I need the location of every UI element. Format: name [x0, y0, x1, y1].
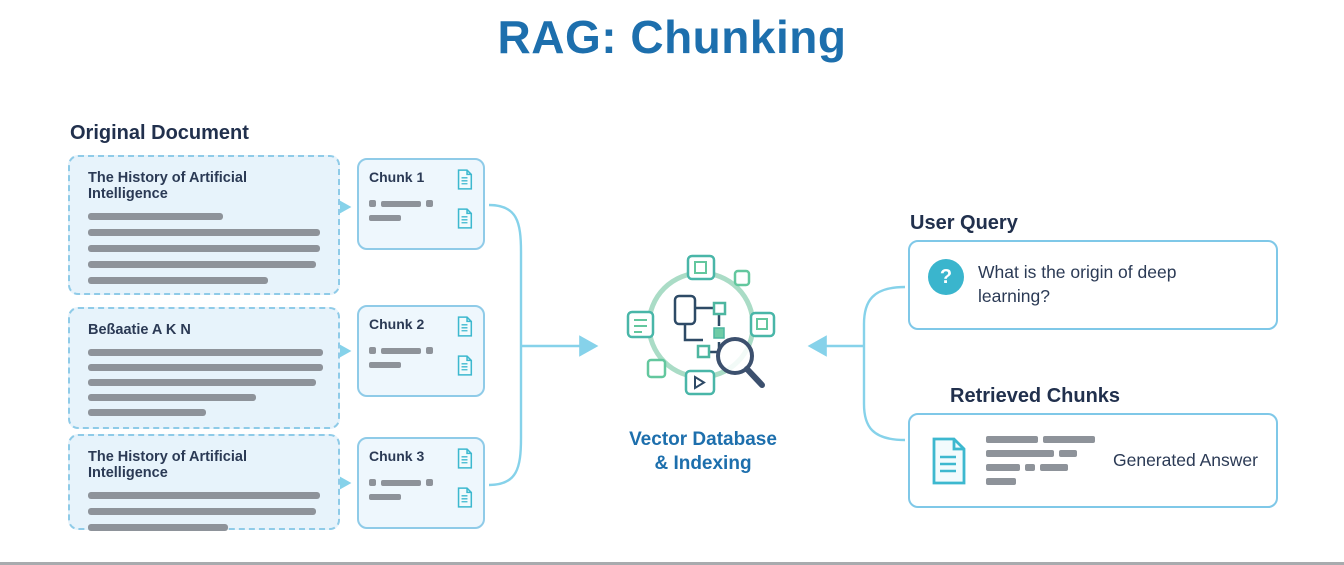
text-line: [88, 394, 256, 401]
text-line: [88, 277, 268, 284]
text-line: [986, 478, 1016, 485]
user-query-heading: User Query: [910, 212, 1018, 234]
text-line: [1040, 464, 1068, 471]
text-dot: [369, 347, 376, 354]
document-icon: [457, 487, 473, 508]
text-line: [986, 436, 1038, 443]
user-query-box: ? What is the origin of deep learning?: [908, 240, 1278, 330]
original-document-heading: Original Document: [70, 122, 249, 144]
text-dot: [426, 479, 433, 486]
document-box-2: Beßaatie A K N: [68, 307, 340, 429]
question-mark-icon: ?: [928, 259, 964, 295]
text-line: [369, 362, 401, 368]
text-line: [88, 508, 316, 515]
document-box-3: The History of Artificial Intelligence: [68, 434, 340, 531]
text-dot: [369, 479, 376, 486]
text-line: [88, 261, 316, 268]
page-title: RAG: Chunking: [497, 11, 847, 63]
vector-db-caption: Vector Database & Indexing: [603, 428, 803, 476]
text-line: [1059, 450, 1077, 457]
document-title: The History of Artificial Intelligence: [88, 449, 247, 481]
text-dot: [369, 200, 376, 207]
document-icon: [457, 448, 473, 469]
document-box-1: The History of Artificial Intelligence: [68, 155, 340, 295]
magnifier-icon: [716, 337, 754, 375]
text-line: [381, 347, 421, 354]
text-line: [381, 479, 421, 486]
retrieved-text-lines: [986, 436, 1095, 485]
text-line: [88, 229, 320, 236]
document-icon: [932, 437, 966, 484]
text-line: [986, 450, 1054, 457]
chunk-label: Chunk 1: [369, 169, 425, 185]
document-icon: [457, 169, 473, 190]
text-dot: [426, 347, 433, 354]
text-line: [369, 215, 401, 221]
text-dot: [426, 200, 433, 207]
text-line: [369, 494, 401, 500]
chunk-label: Chunk 2: [369, 316, 425, 332]
document-title: The History of Artificial Intelligence: [88, 170, 247, 202]
text-line: [88, 379, 316, 386]
vector-network-icon: [626, 254, 776, 396]
text-line: [381, 200, 421, 207]
text-line: [1043, 436, 1095, 443]
bottom-edge-line: [0, 562, 1344, 565]
text-line: [88, 492, 320, 499]
chunk-box-1: Chunk 1: [357, 158, 485, 250]
retrieved-chunks-box: Generated Answer: [908, 413, 1278, 508]
text-line: [88, 349, 323, 356]
caption-line-2: & Indexing: [654, 452, 752, 474]
chunk-label: Chunk 3: [369, 448, 425, 464]
text-line: [88, 213, 223, 220]
document-icon: [457, 355, 473, 376]
text-line: [1025, 464, 1035, 471]
document-icon: [457, 208, 473, 229]
chunk-box-2: Chunk 2: [357, 305, 485, 397]
caption-line-1: Vector Database: [629, 429, 777, 450]
query-text: What is the origin of deep learning?: [978, 262, 1177, 306]
text-line: [88, 245, 320, 252]
document-title: Beßaatie A K N: [88, 322, 191, 338]
retrieved-chunks-heading: Retrieved Chunks: [950, 385, 1121, 407]
document-icon: [457, 316, 473, 337]
chunk-box-3: Chunk 3: [357, 437, 485, 529]
text-line: [88, 409, 206, 416]
text-line: [88, 364, 323, 371]
text-line: [986, 464, 1020, 471]
generated-answer-label: Generated Answer: [1113, 450, 1258, 470]
text-line: [88, 524, 228, 531]
